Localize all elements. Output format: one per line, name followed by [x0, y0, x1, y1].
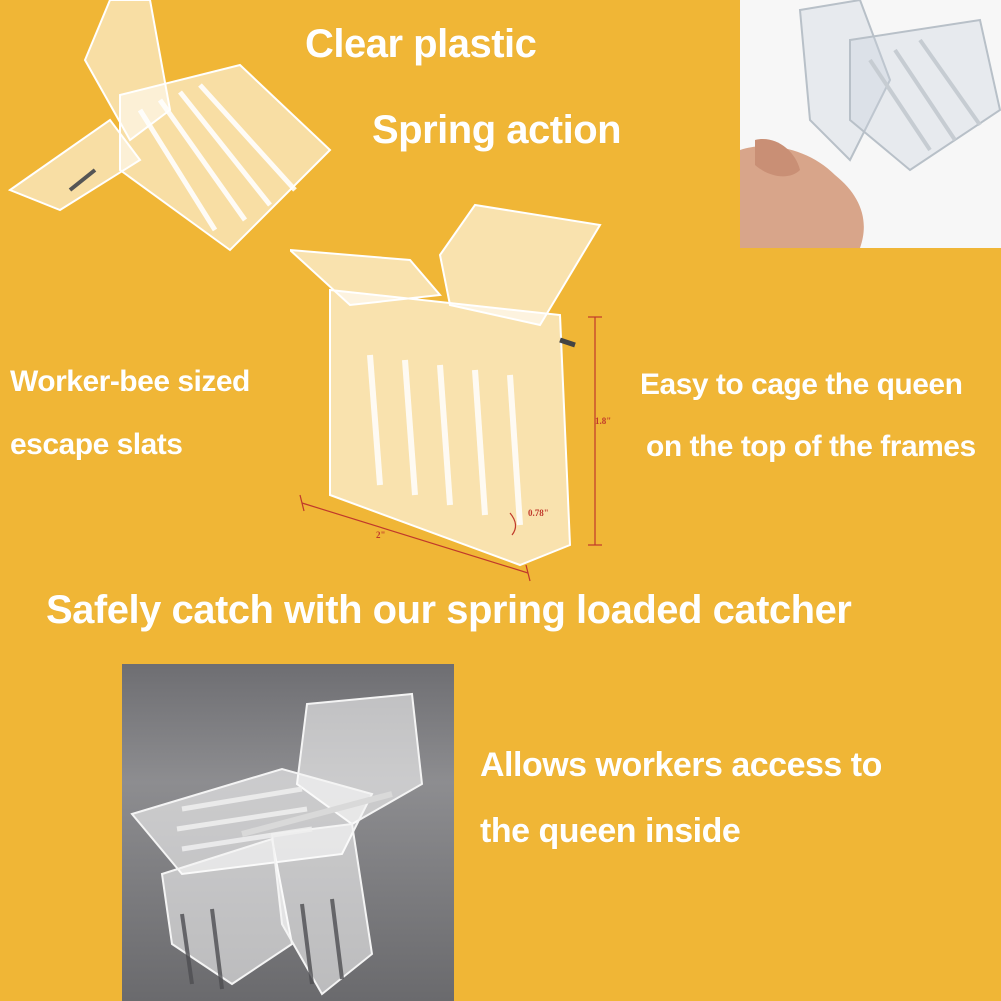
width-dimension-label: 2" — [376, 530, 386, 540]
easy-cage-caption-line1: Easy to cage the queen — [640, 368, 963, 401]
safely-catch-headline: Safely catch with our spring loaded catc… — [46, 588, 852, 632]
worker-bee-caption-line1: Worker-bee sized — [10, 365, 250, 398]
easy-cage-caption-line2: on the top of the frames — [646, 430, 976, 463]
height-dimension-label: 1.8" — [595, 416, 612, 426]
catcher-closeup-photo — [122, 664, 454, 1001]
allows-workers-caption-line2: the queen inside — [480, 812, 741, 850]
hand-holding-catcher-photo — [740, 0, 1001, 248]
queen-catcher-dimension-diagram — [290, 203, 602, 582]
queen-catcher-image-top-left — [7, 0, 332, 252]
worker-bee-caption-line2: escape slats — [10, 428, 183, 461]
clear-plastic-caption: Clear plastic — [305, 22, 537, 66]
allows-workers-caption-line1: Allows workers access to — [480, 746, 882, 784]
depth-dimension-label: 0.78" — [528, 508, 549, 518]
spring-action-caption: Spring action — [372, 108, 622, 152]
